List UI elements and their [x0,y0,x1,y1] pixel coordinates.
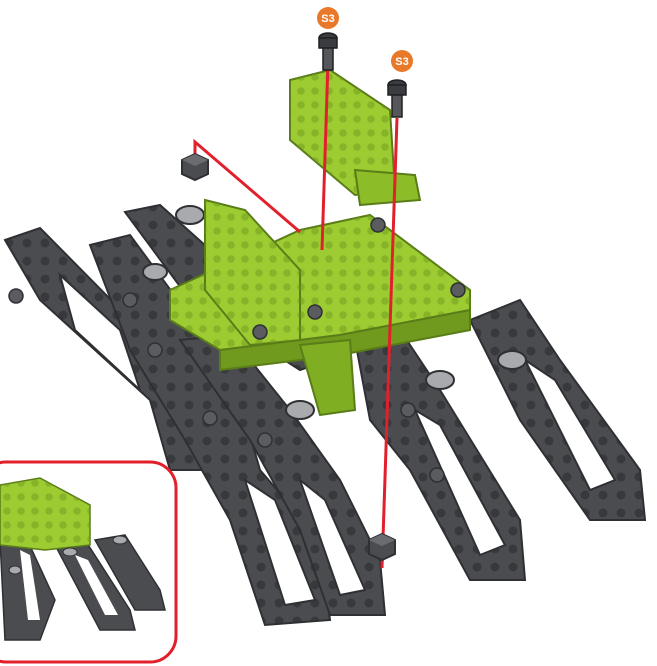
callout-badge-s3-right: S3 [391,50,413,72]
hex-screw-icon [319,33,337,70]
hex-nut-icon [182,154,208,180]
callout-badge-s3-left: S3 [317,7,339,29]
hex-nut-icon [369,534,395,560]
callout-label: S3 [395,56,408,68]
callout-label: S3 [321,13,334,25]
inset-preview [0,462,176,662]
